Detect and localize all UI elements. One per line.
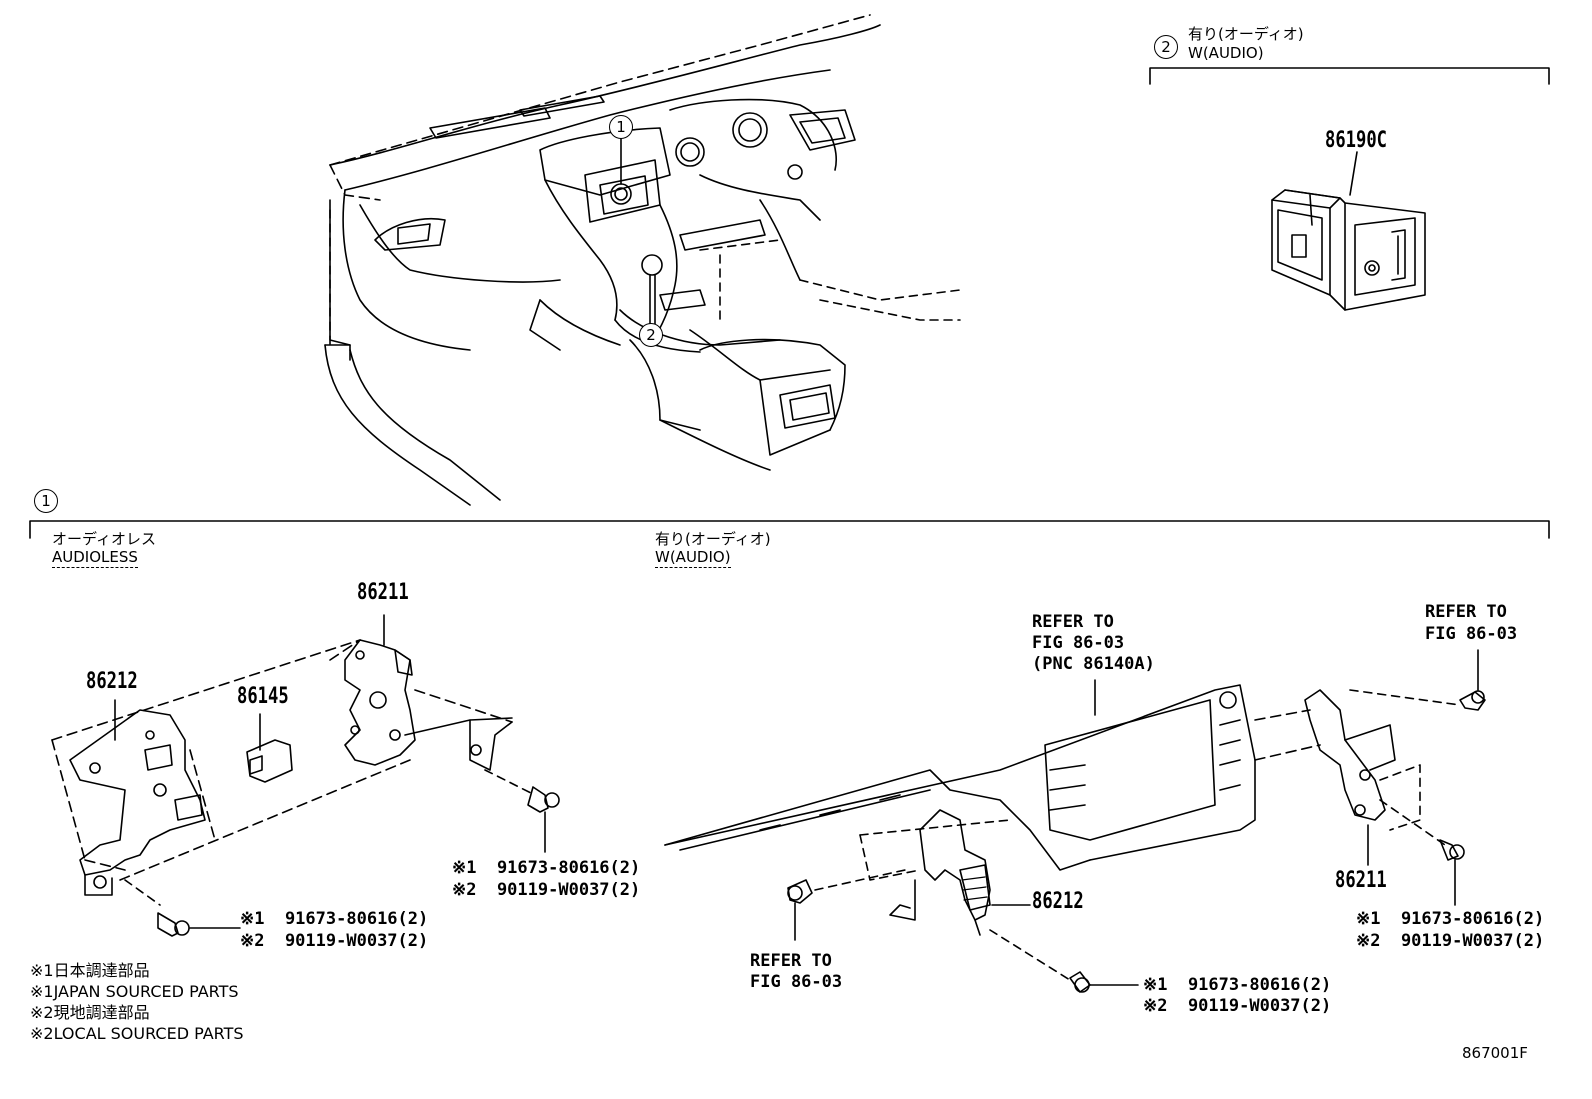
- refer-display-line-2: FIG 86-03: [1032, 633, 1125, 653]
- dashboard-overview-drawing: [324, 14, 961, 506]
- audioless-title-en: AUDIOLESS: [52, 548, 138, 568]
- audioless-fastener-left-2: ※2 90119-W0037(2): [240, 931, 429, 951]
- part-number-86212-audio: 86212: [1032, 889, 1084, 914]
- audio-fastener-right-1: ※1 91673-80616(2): [1356, 909, 1545, 929]
- refer-right-line-1: REFER TO: [1425, 602, 1507, 622]
- audioless-fastener-right-1: ※1 91673-80616(2): [452, 858, 641, 878]
- part-number-86145: 86145: [237, 684, 289, 709]
- audio-title-jp: 有り(オーディオ): [655, 530, 771, 548]
- audioless-title-jp: オーディオレス: [52, 530, 156, 548]
- audio-fastener-right-2: ※2 90119-W0037(2): [1356, 931, 1545, 951]
- part-number-86211-audioless: 86211: [357, 580, 409, 605]
- section-2-marker: 2: [1154, 35, 1178, 59]
- overview-callout-1: 1: [609, 115, 633, 139]
- part-86190c-drawing: [1271, 151, 1426, 311]
- overview-callout-2: 2: [639, 323, 663, 347]
- refer-right-line-2: FIG 86-03: [1425, 624, 1518, 644]
- section-1-bracket: [29, 520, 1550, 539]
- note-1-jp: ※1日本調達部品: [30, 961, 150, 980]
- part-number-86212-audioless: 86212: [86, 669, 138, 694]
- refer-display-line-1: REFER TO: [1032, 612, 1114, 632]
- audio-title-en: W(AUDIO): [655, 548, 731, 568]
- refer-left-line-1: REFER TO: [750, 951, 832, 971]
- overview-callout-leaders: [610, 135, 663, 326]
- audio-fastener-center-2: ※2 90119-W0037(2): [1143, 996, 1332, 1016]
- section-2-title-jp: 有り(オーディオ): [1188, 25, 1304, 43]
- refer-display-line-3: (PNC 86140A): [1032, 654, 1155, 674]
- audioless-assembly-drawing: [51, 614, 560, 937]
- audio-fastener-center-1: ※1 91673-80616(2): [1143, 975, 1332, 995]
- section-1-marker: 1: [34, 489, 58, 513]
- part-number-86190c: 86190C: [1325, 128, 1387, 153]
- section-2-title-en: W(AUDIO): [1188, 44, 1264, 62]
- audioless-fastener-left-1: ※1 91673-80616(2): [240, 909, 429, 929]
- audioless-fastener-right-2: ※2 90119-W0037(2): [452, 880, 641, 900]
- note-1-en: ※1JAPAN SOURCED PARTS: [30, 982, 239, 1001]
- section-2-bracket: [1149, 67, 1550, 85]
- part-number-86211-audio: 86211: [1335, 868, 1387, 893]
- note-2-jp: ※2現地調達部品: [30, 1003, 150, 1022]
- audio-assembly-drawing: [664, 649, 1486, 993]
- note-2-en: ※2LOCAL SOURCED PARTS: [30, 1024, 244, 1043]
- figure-id: 867001F: [1462, 1044, 1528, 1062]
- refer-left-line-2: FIG 86-03: [750, 972, 843, 992]
